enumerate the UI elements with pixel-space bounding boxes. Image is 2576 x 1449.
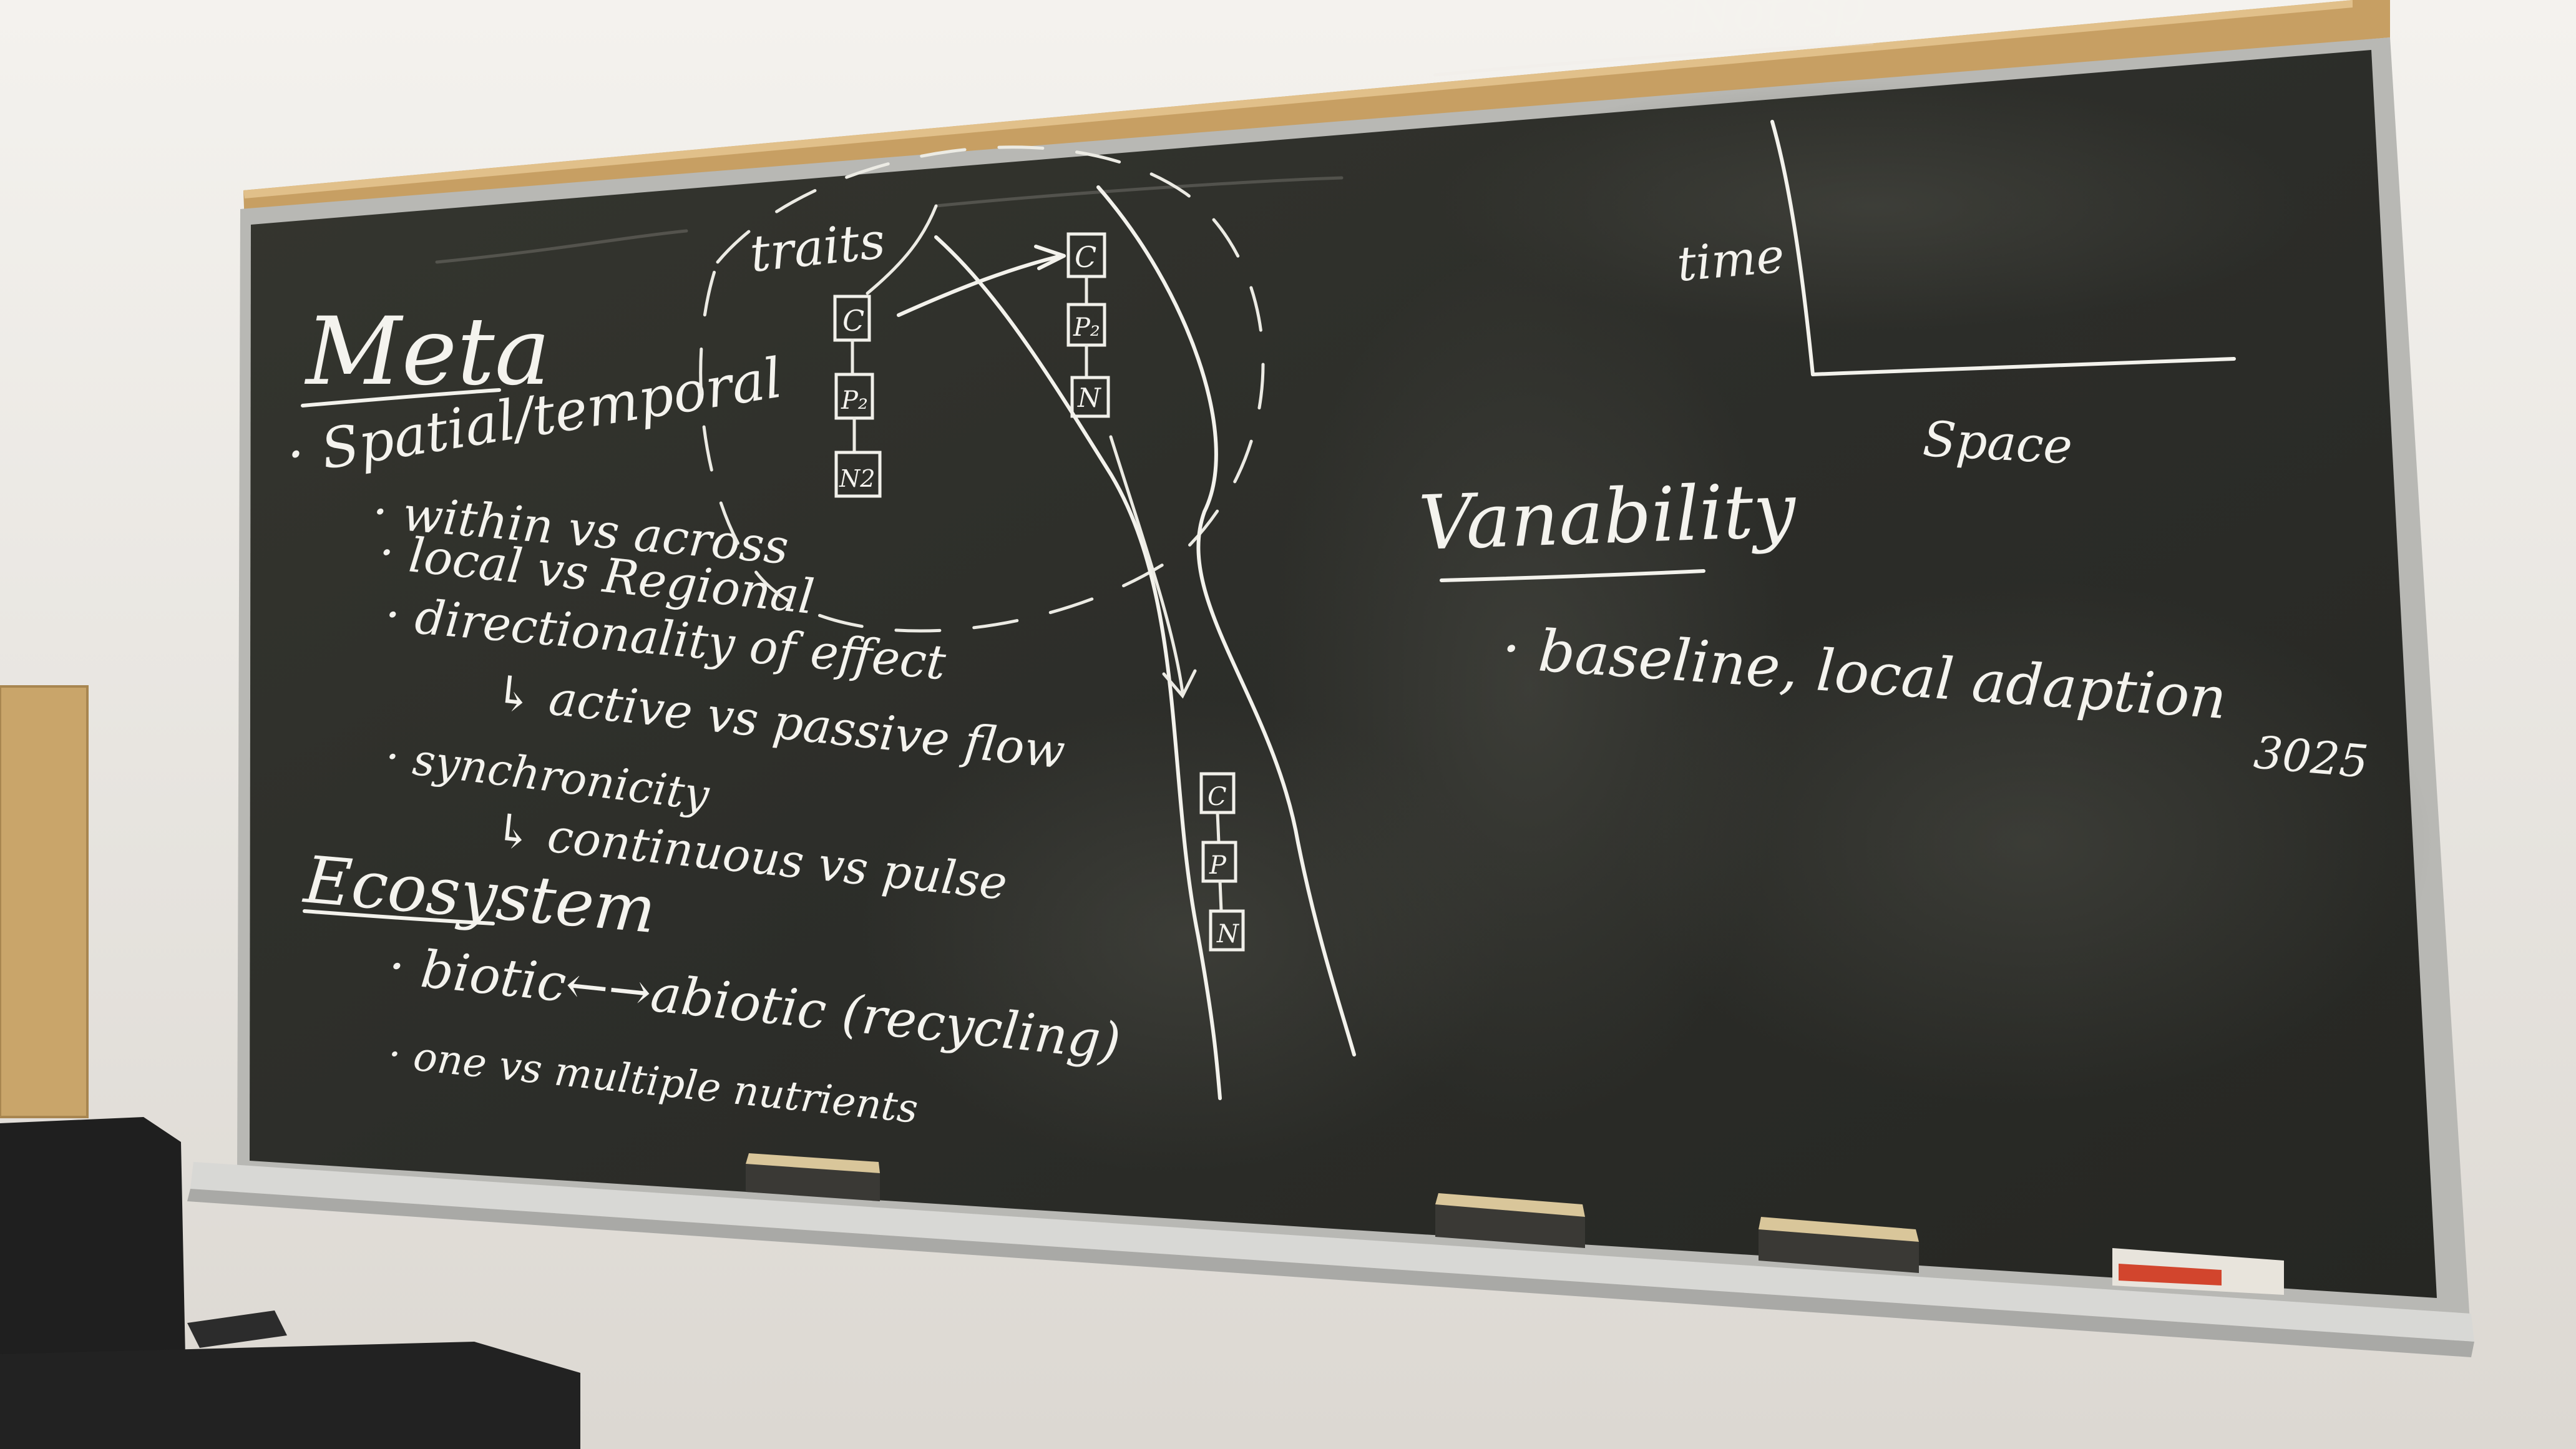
eraser-smudges — [861, 81, 2434, 1173]
eraser — [1435, 1193, 1585, 1248]
ecosystem-underline — [303, 909, 495, 925]
right-chain-p: P₂ — [1073, 313, 1100, 342]
variability-heading: Vanability — [1417, 467, 1798, 567]
time-space-graph: time Space — [1675, 120, 2236, 476]
graph-x-label: Space — [1921, 411, 2074, 475]
chalk-box — [2112, 1248, 2284, 1295]
right-chain-c: C — [1075, 240, 1096, 274]
left-chain-n: N2 — [839, 465, 875, 492]
meta-heading: Meta — [304, 298, 550, 406]
erased-writing — [435, 42, 1874, 264]
left-chain-c: C — [842, 304, 864, 338]
transfer-arrow — [897, 245, 1066, 317]
left-chain-p: P₂ — [841, 386, 868, 415]
cardboard-box — [0, 685, 89, 1118]
graph-y-label: time — [1675, 227, 1787, 292]
top-note: *Not sp — [1657, 0, 1867, 47]
chair — [0, 1117, 580, 1449]
right-food-chain: C P₂ N — [1066, 232, 1110, 418]
bottom-chain-c: C — [1208, 783, 1227, 811]
right-chain-n: N — [1077, 383, 1101, 413]
bottom-chain-n: N — [1216, 920, 1240, 949]
chalk-tray — [187, 1162, 2474, 1357]
downstream-arrow — [1109, 435, 1197, 699]
eraser — [1759, 1217, 1919, 1273]
bottom-chain-p: P — [1209, 851, 1227, 880]
left-food-chain: C P₂ N2 — [833, 295, 882, 498]
traits-label: traits — [747, 212, 887, 283]
meta-underline — [301, 388, 501, 407]
eraser — [746, 1153, 880, 1201]
variability-underline — [1440, 569, 1705, 582]
wave-line — [866, 204, 938, 295]
flow-boundary-right — [1096, 185, 1356, 1056]
bottom-food-chain: C P N — [1199, 772, 1245, 952]
flow-boundary-left — [934, 235, 1222, 1100]
room-number: 3025 — [2252, 726, 2371, 788]
